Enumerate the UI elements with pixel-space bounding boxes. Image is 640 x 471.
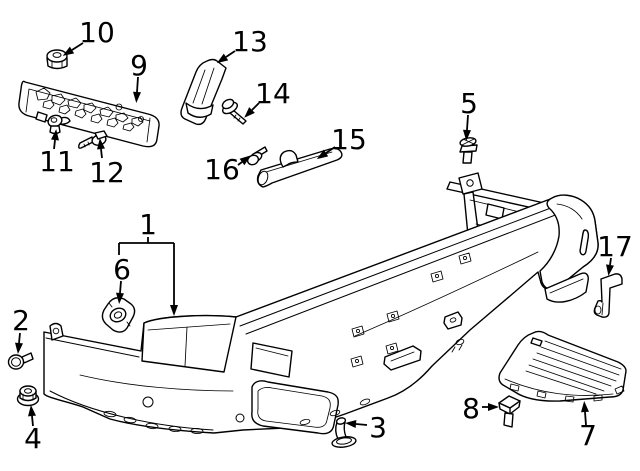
retainer-clip-marks xyxy=(350,252,472,368)
part-2-bolt xyxy=(7,352,34,370)
callout-2-label[interactable]: 2 xyxy=(12,304,30,337)
callout-2-leader-line xyxy=(18,332,21,344)
part-12-bolt xyxy=(78,130,108,149)
callout-13-leader-line xyxy=(225,50,236,58)
callout-6[interactable]: 6 xyxy=(113,253,131,304)
callout-14-leader-line xyxy=(251,102,260,111)
callout-14-arrowhead xyxy=(244,107,255,118)
callout-4-label[interactable]: 4 xyxy=(24,422,42,455)
callout-10-label[interactable]: 10 xyxy=(79,16,115,49)
part-13-bracket xyxy=(180,58,227,126)
callout-16-label[interactable]: 16 xyxy=(204,153,240,186)
part-6-bracket-plate xyxy=(101,297,136,333)
callout-5[interactable]: 5 xyxy=(460,87,478,141)
callout-9-label[interactable]: 9 xyxy=(130,49,148,82)
part-9-step-pad xyxy=(18,80,160,148)
callout-2-arrowhead xyxy=(15,342,23,354)
callout-15-arrowhead xyxy=(316,149,329,160)
callout-16-leader-line xyxy=(237,161,243,166)
callout-7-label[interactable]: 7 xyxy=(579,419,597,452)
part-7-corner-step-pad xyxy=(498,330,627,403)
callout-15-label[interactable]: 15 xyxy=(331,123,367,156)
drain-slots xyxy=(103,410,204,435)
callout-16-arrowhead xyxy=(239,155,251,166)
callout-4-arrowhead xyxy=(28,405,36,417)
part-10-push-nut xyxy=(46,49,68,70)
callout-5-leader-line xyxy=(466,114,469,131)
callout-3-arrowhead xyxy=(345,420,357,428)
callout-11-arrowhead xyxy=(51,129,59,141)
callout-7-arrowhead xyxy=(581,401,589,413)
part-5-rivet xyxy=(459,137,478,164)
callout-9-leader-line xyxy=(136,76,139,93)
callout-4-leader-line xyxy=(31,415,34,427)
callout-7-leader-line xyxy=(584,411,587,426)
part-11-clip xyxy=(47,114,71,135)
callout-8-label[interactable]: 8 xyxy=(462,392,480,425)
part-16-bolt xyxy=(246,146,268,166)
callout-12[interactable]: 12 xyxy=(89,138,125,189)
callout-17-arrowhead xyxy=(606,264,614,276)
callout-1-label[interactable]: 1 xyxy=(139,208,157,241)
callout-3-label[interactable]: 3 xyxy=(369,411,387,444)
callout-17[interactable]: 17 xyxy=(597,230,633,276)
callout-6-arrowhead xyxy=(116,292,124,304)
callout-12-label[interactable]: 12 xyxy=(89,156,125,189)
callout-15-leader-line xyxy=(325,146,336,154)
callout-11-leader-line xyxy=(53,139,56,150)
bottom-feet xyxy=(299,398,371,426)
callout-5-label[interactable]: 5 xyxy=(460,87,478,120)
callout-9[interactable]: 9 xyxy=(130,49,148,103)
callout-6-label[interactable]: 6 xyxy=(113,253,131,286)
callout-11-label[interactable]: 11 xyxy=(39,145,75,178)
callout-14[interactable]: 14 xyxy=(244,77,291,118)
callout-3-leader-line xyxy=(355,423,368,426)
callout-16[interactable]: 16 xyxy=(204,153,251,186)
part-15-bracket xyxy=(256,147,343,188)
callout-17-label[interactable]: 17 xyxy=(597,230,633,263)
callout-10-arrowhead xyxy=(62,46,75,56)
callout-1-arrowhead xyxy=(170,305,178,316)
callout-12-arrowhead xyxy=(97,138,105,150)
callout-17-leader-line xyxy=(609,257,612,266)
part-4-nut xyxy=(16,385,40,407)
part-3-push-pin xyxy=(331,417,357,448)
part-14-bolt xyxy=(221,98,247,125)
callout-15[interactable]: 15 xyxy=(316,123,367,160)
callout-8[interactable]: 8 xyxy=(462,392,499,425)
pad-feet xyxy=(509,383,625,403)
callout-4[interactable]: 4 xyxy=(24,405,42,455)
callout-9-arrowhead xyxy=(133,91,141,103)
callout-11[interactable]: 11 xyxy=(39,129,75,178)
callout-10[interactable]: 10 xyxy=(62,16,115,56)
part-8-clip xyxy=(498,395,521,428)
callout-6-leader-line xyxy=(119,280,122,294)
part-1-bumper-cover xyxy=(43,172,599,435)
callout-1[interactable]: 1 xyxy=(118,208,178,316)
callout-12-leader-line xyxy=(100,148,103,159)
callout-10-leader-line xyxy=(71,42,84,51)
callout-13-arrowhead xyxy=(216,53,229,64)
callout-14-label[interactable]: 14 xyxy=(255,77,291,110)
callout-5-arrowhead xyxy=(463,129,471,141)
callout-3[interactable]: 3 xyxy=(345,411,387,444)
callout-8-arrowhead xyxy=(488,403,499,411)
callout-13[interactable]: 13 xyxy=(216,25,268,64)
part-17-bracket xyxy=(593,273,623,318)
callout-13-label[interactable]: 13 xyxy=(232,25,268,58)
callout-2[interactable]: 2 xyxy=(12,304,30,354)
callout-7[interactable]: 7 xyxy=(579,401,597,452)
